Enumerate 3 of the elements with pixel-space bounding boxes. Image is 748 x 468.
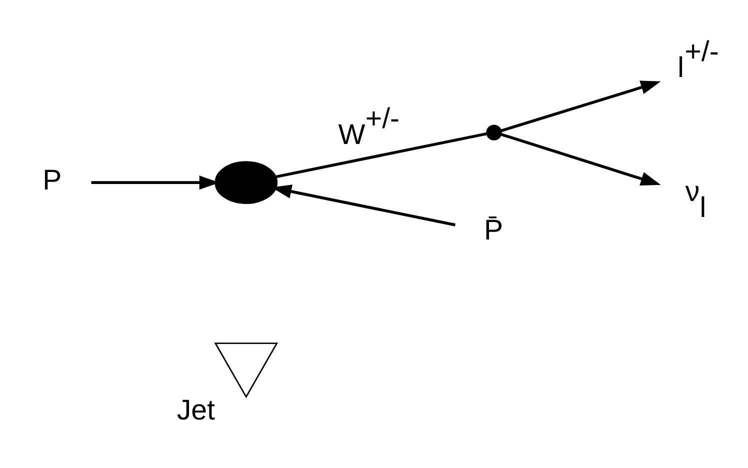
node-text: P — [42, 164, 62, 197]
node-label: Jet — [176, 394, 215, 427]
node-text: P̄ — [484, 214, 504, 247]
